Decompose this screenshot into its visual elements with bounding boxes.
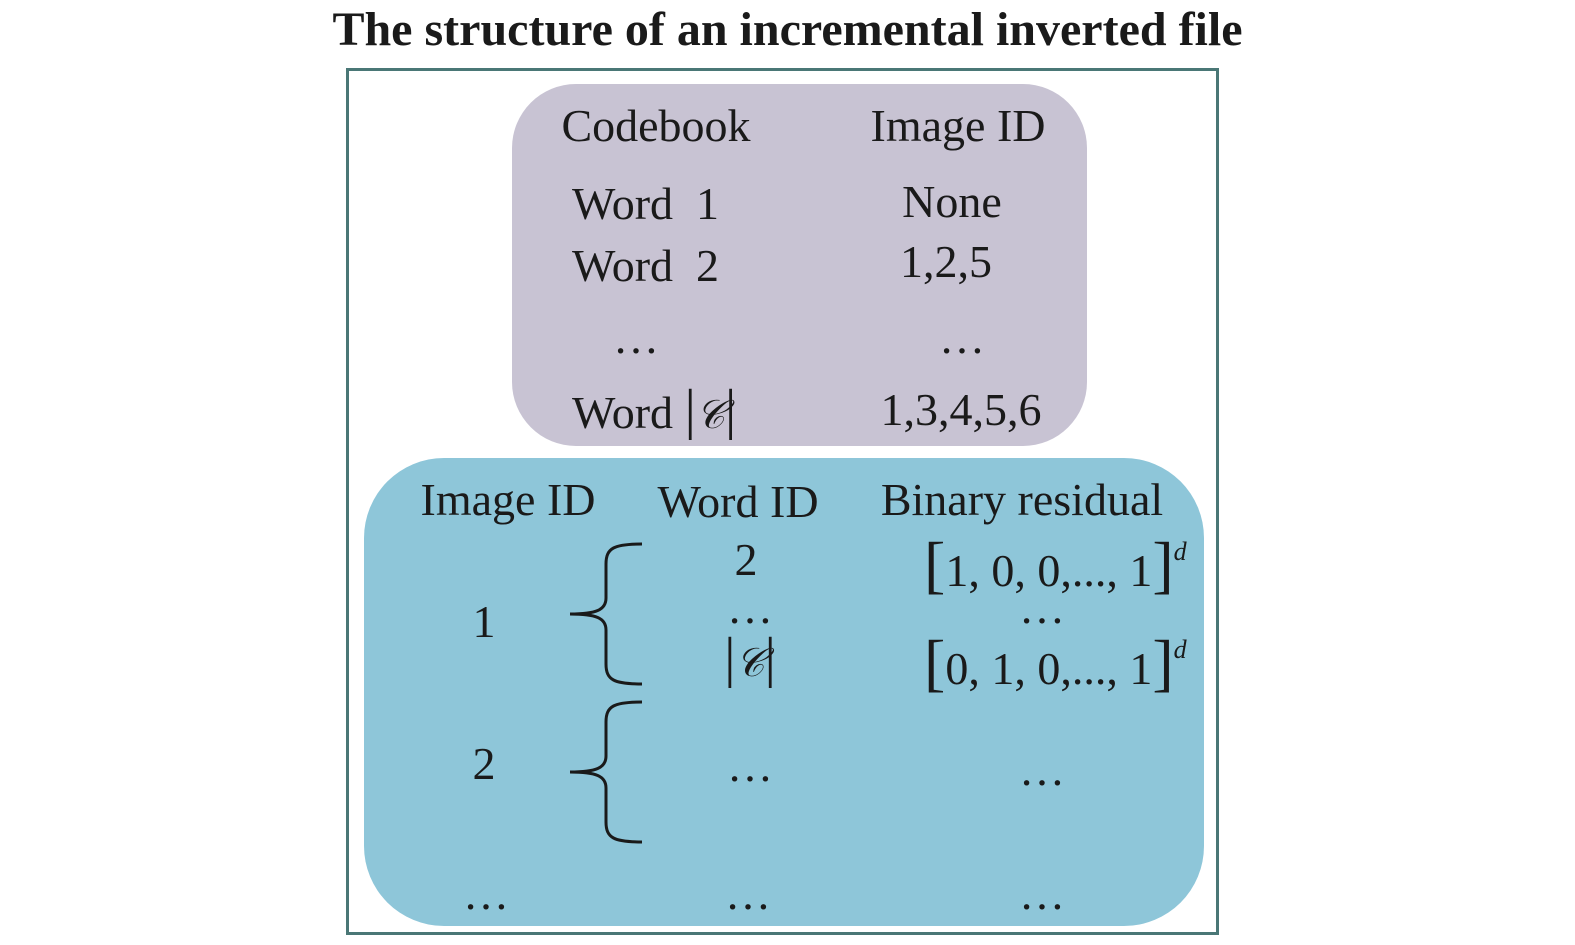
residual-binary-header: Binary residual	[880, 474, 1164, 525]
residual-vector: 1, 0, 0,..., 1	[945, 545, 1153, 596]
codebook-image-ids-last: 1,3,4,5,6	[880, 384, 1042, 435]
codebook-header: Codebook	[561, 100, 751, 151]
codebook-word-last-label: Word	[572, 387, 674, 438]
abs-bar-left: |	[684, 379, 696, 441]
group2-brace	[569, 700, 643, 844]
group1-word-id-ellipsis: …	[727, 582, 773, 633]
last-row-residual: …	[1019, 868, 1065, 919]
bracket-open: [	[924, 627, 946, 698]
group1-residual-first: [1, 0, 0,..., 1]d	[924, 526, 1187, 597]
codebook-word-1: Word 1	[572, 178, 720, 229]
residual-exponent: d	[1173, 635, 1187, 664]
bracket-close: ]	[1152, 627, 1174, 698]
outer-frame	[346, 68, 1219, 935]
group1-image-id: 1	[472, 596, 496, 647]
residual-panel	[364, 458, 1204, 926]
bracket-close: ]	[1152, 529, 1174, 600]
bracket-open: [	[924, 529, 946, 600]
abs-bar-left: |	[724, 627, 736, 689]
codebook-word-last: Word |𝒞|	[572, 382, 736, 441]
codebook-size-symbol: 𝒞	[735, 640, 765, 686]
residual-exponent: d	[1173, 537, 1187, 566]
codebook-panel	[512, 84, 1087, 446]
residual-word-id-header: Word ID	[657, 476, 819, 527]
group2-word-ids: …	[727, 740, 773, 791]
codebook-image-id-header: Image ID	[870, 100, 1046, 151]
codebook-image-ids-1: None	[902, 176, 1002, 227]
residual-image-id-header: Image ID	[420, 474, 596, 525]
abs-bar-right: |	[764, 627, 776, 689]
group1-brace	[569, 542, 643, 686]
group1-residual-ellipsis: …	[1019, 582, 1065, 633]
codebook-image-ids-2: 1,2,5	[900, 236, 992, 287]
codebook-word-2: Word 2	[572, 240, 720, 291]
group1-residual-last: [0, 1, 0,..., 1]d	[924, 624, 1187, 695]
group1-word-id-last: |𝒞|	[724, 630, 776, 689]
group2-image-id: 2	[472, 738, 496, 789]
codebook-size-symbol: 𝒞	[695, 392, 725, 438]
last-row-word-id: …	[725, 868, 771, 919]
diagram-title: The structure of an incremental inverted…	[332, 3, 1243, 56]
group2-residual: …	[1019, 744, 1065, 795]
codebook-word-ellipsis: …	[613, 312, 659, 363]
residual-vector: 0, 1, 0,..., 1	[945, 643, 1153, 694]
last-row-image-id: …	[463, 868, 509, 919]
codebook-image-ids-ellipsis: …	[939, 312, 985, 363]
abs-bar-right: |	[724, 379, 737, 441]
group1-word-id-first: 2	[734, 534, 758, 585]
